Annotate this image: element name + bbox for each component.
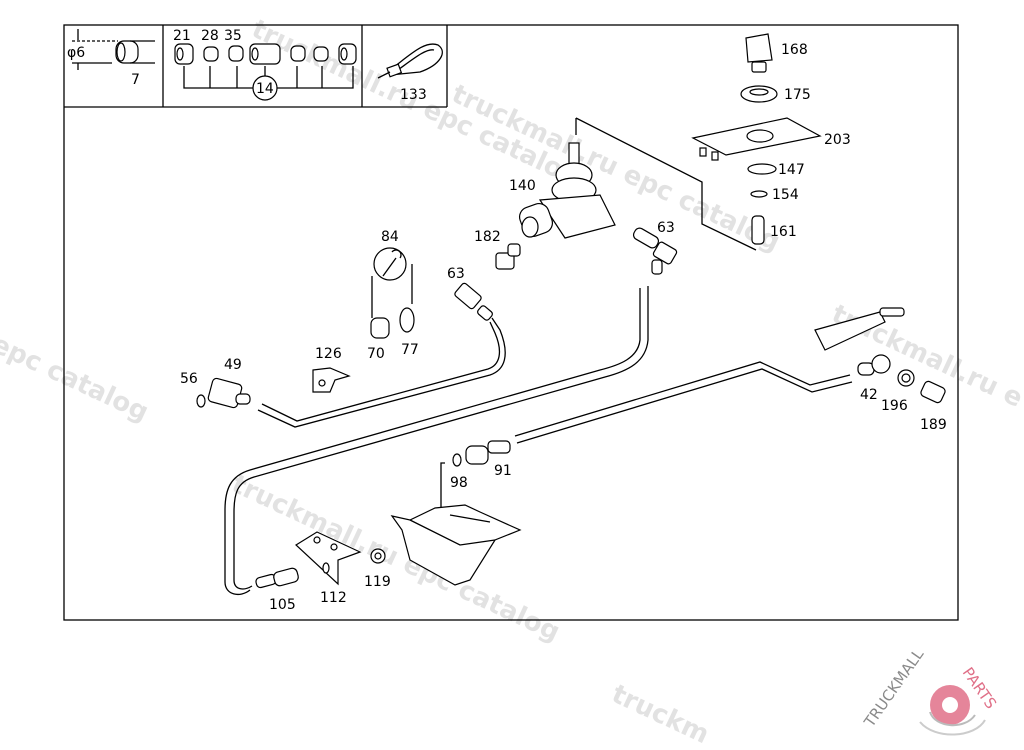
callout-161[interactable]: 161 [770, 224, 797, 240]
banjo-assembly: 42 196 189 [814, 307, 947, 433]
cable-tie-inset: 133 [377, 43, 443, 103]
bottom-fittings: 105 112 119 [255, 531, 391, 613]
tee-fitting-49: 56 49 [180, 357, 251, 409]
callout-203[interactable]: 203 [824, 132, 851, 148]
callout-154[interactable]: 154 [772, 187, 799, 203]
bracket-126: 126 [312, 346, 351, 393]
callout-133[interactable]: 133 [400, 87, 427, 103]
callout-140[interactable]: 140 [509, 178, 536, 194]
callout-42[interactable]: 42 [860, 387, 878, 403]
callout-77[interactable]: 77 [401, 342, 419, 358]
callout-126[interactable]: 126 [315, 346, 342, 362]
diagram-frame [63, 24, 959, 621]
callout-21[interactable]: 21 [173, 28, 191, 44]
watermark-text: truckmall.ru epc catalog [227, 469, 564, 648]
bolt-182: 182 [474, 229, 521, 270]
fitting-63-right: 63 [632, 220, 678, 275]
logo-text-left: TRUCKMALL [860, 645, 928, 731]
pipes [224, 286, 853, 596]
callout-84[interactable]: 84 [381, 229, 399, 245]
callout-147[interactable]: 147 [778, 162, 805, 178]
callout-14[interactable]: 14 [256, 81, 274, 97]
callout-105[interactable]: 105 [269, 597, 296, 613]
gear-icon [919, 685, 986, 736]
watermark-text: truckm [607, 679, 714, 750]
callout-182[interactable]: 182 [474, 229, 501, 245]
callout-168[interactable]: 168 [781, 42, 808, 58]
pipe-inset: φ6 7 [67, 29, 155, 88]
watermark-text: truckmall.ru epc catalog [247, 14, 584, 193]
fitting-63-left: 63 [447, 266, 493, 321]
callout-91[interactable]: 91 [494, 463, 512, 479]
callout-70[interactable]: 70 [367, 346, 385, 362]
callout-49[interactable]: 49 [224, 357, 242, 373]
callout-98[interactable]: 98 [450, 475, 468, 491]
callout-119[interactable]: 119 [364, 574, 391, 590]
fitting-set-inset: 21 28 35 14 [173, 28, 357, 101]
diameter-label: φ6 [67, 45, 85, 61]
tool-symbol-84: 84 70 77 [367, 229, 419, 362]
callout-63[interactable]: 63 [657, 220, 675, 236]
callout-175[interactable]: 175 [784, 87, 811, 103]
tray-assembly: 98 91 [390, 440, 522, 586]
watermark-text: epc catalog [0, 329, 153, 428]
watermarks: truckmall.ru epc catalog truckmall.ru ep… [0, 14, 1024, 750]
knob-assembly: 168 175 203 147 154 161 [575, 33, 851, 251]
callout-56[interactable]: 56 [180, 371, 198, 387]
valve-140: 140 [509, 142, 616, 239]
callout-7[interactable]: 7 [131, 72, 140, 88]
callout-63[interactable]: 63 [447, 266, 465, 282]
callout-112[interactable]: 112 [320, 590, 347, 606]
callout-35[interactable]: 35 [224, 28, 242, 44]
callout-189[interactable]: 189 [920, 417, 947, 433]
callout-196[interactable]: 196 [881, 398, 908, 414]
truckmall-parts-logo: TRUCKMALL PARTS [860, 645, 1000, 736]
callout-28[interactable]: 28 [201, 28, 219, 44]
